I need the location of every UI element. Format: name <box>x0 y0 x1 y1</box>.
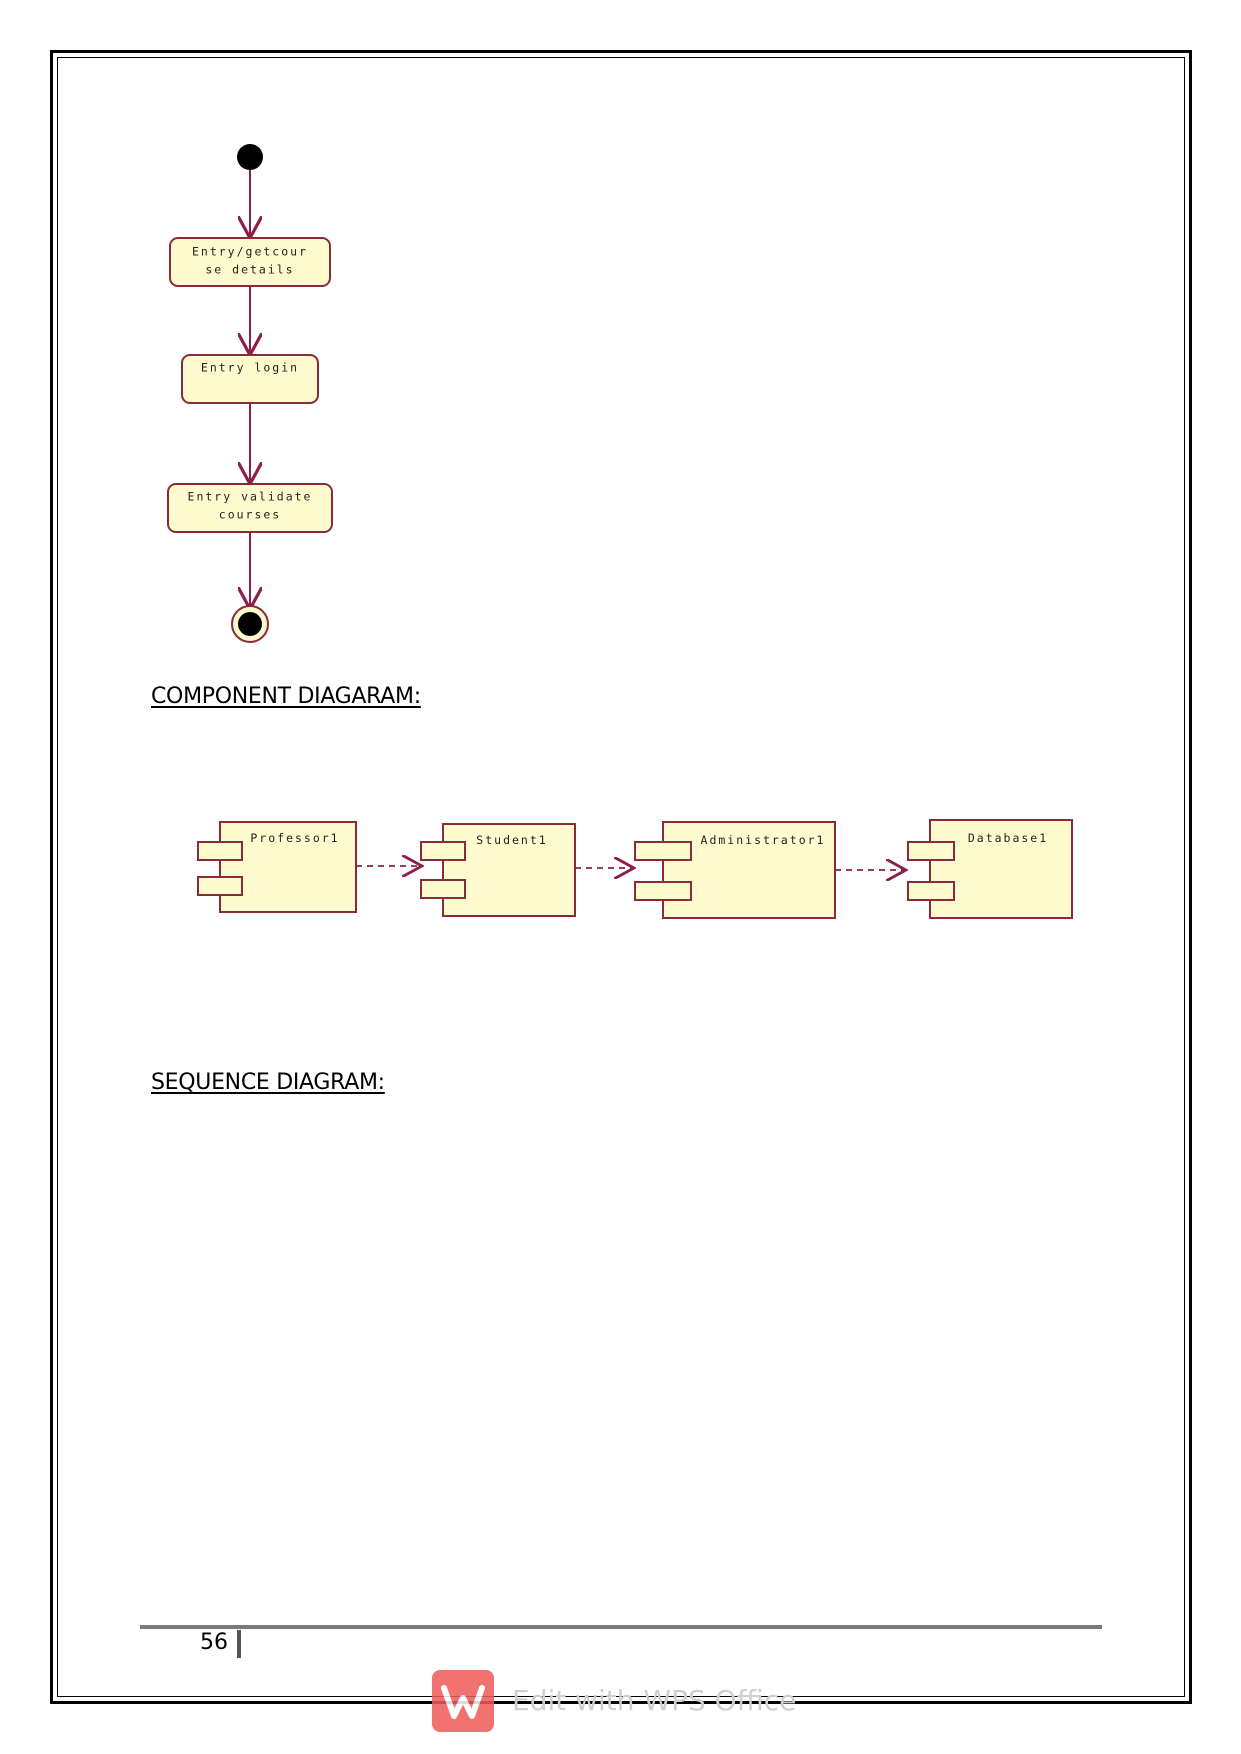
sequence-diagram-heading: SEQUENCE DIAGRAM: <box>151 1070 385 1095</box>
wps-logo-icon[interactable] <box>432 1670 494 1732</box>
page-number: 56 <box>200 1630 228 1655</box>
component-label: Student1 <box>476 833 547 847</box>
final-node <box>231 605 269 643</box>
footer-rule <box>140 1625 1102 1629</box>
page-border <box>50 50 1192 1704</box>
wps-watermark-text[interactable]: Edit with WPS Office <box>512 1684 797 1717</box>
component-administrator: Administrator1 <box>634 821 836 919</box>
component-diagram: Professor1 Student1 Administrator1 Datab… <box>197 819 1073 919</box>
page-number-divider <box>237 1630 241 1658</box>
state-label: courses <box>219 508 281 522</box>
state-label: se details <box>205 263 294 277</box>
component-label: Professor1 <box>250 831 339 845</box>
state-label: Entry/getcour <box>192 245 308 259</box>
component-database: Database1 <box>907 819 1073 919</box>
state-login: Entry login <box>181 354 319 404</box>
state-validate-courses: Entry validate courses <box>167 483 333 533</box>
state-get-course-details: Entry/getcour se details <box>169 237 331 287</box>
state-label: Entry validate <box>188 490 313 504</box>
component-diagram-heading: COMPONENT DIAGARAM: <box>151 684 421 709</box>
component-label: Administrator1 <box>701 833 826 847</box>
component-professor: Professor1 <box>197 821 357 913</box>
page-border-inner <box>57 57 1185 1697</box>
state-label: Entry login <box>201 361 299 375</box>
component-label: Database1 <box>968 831 1048 845</box>
initial-node <box>237 144 263 170</box>
component-student: Student1 <box>420 823 576 917</box>
activity-diagram: Entry/getcour se details Entry login Ent… <box>167 144 333 643</box>
